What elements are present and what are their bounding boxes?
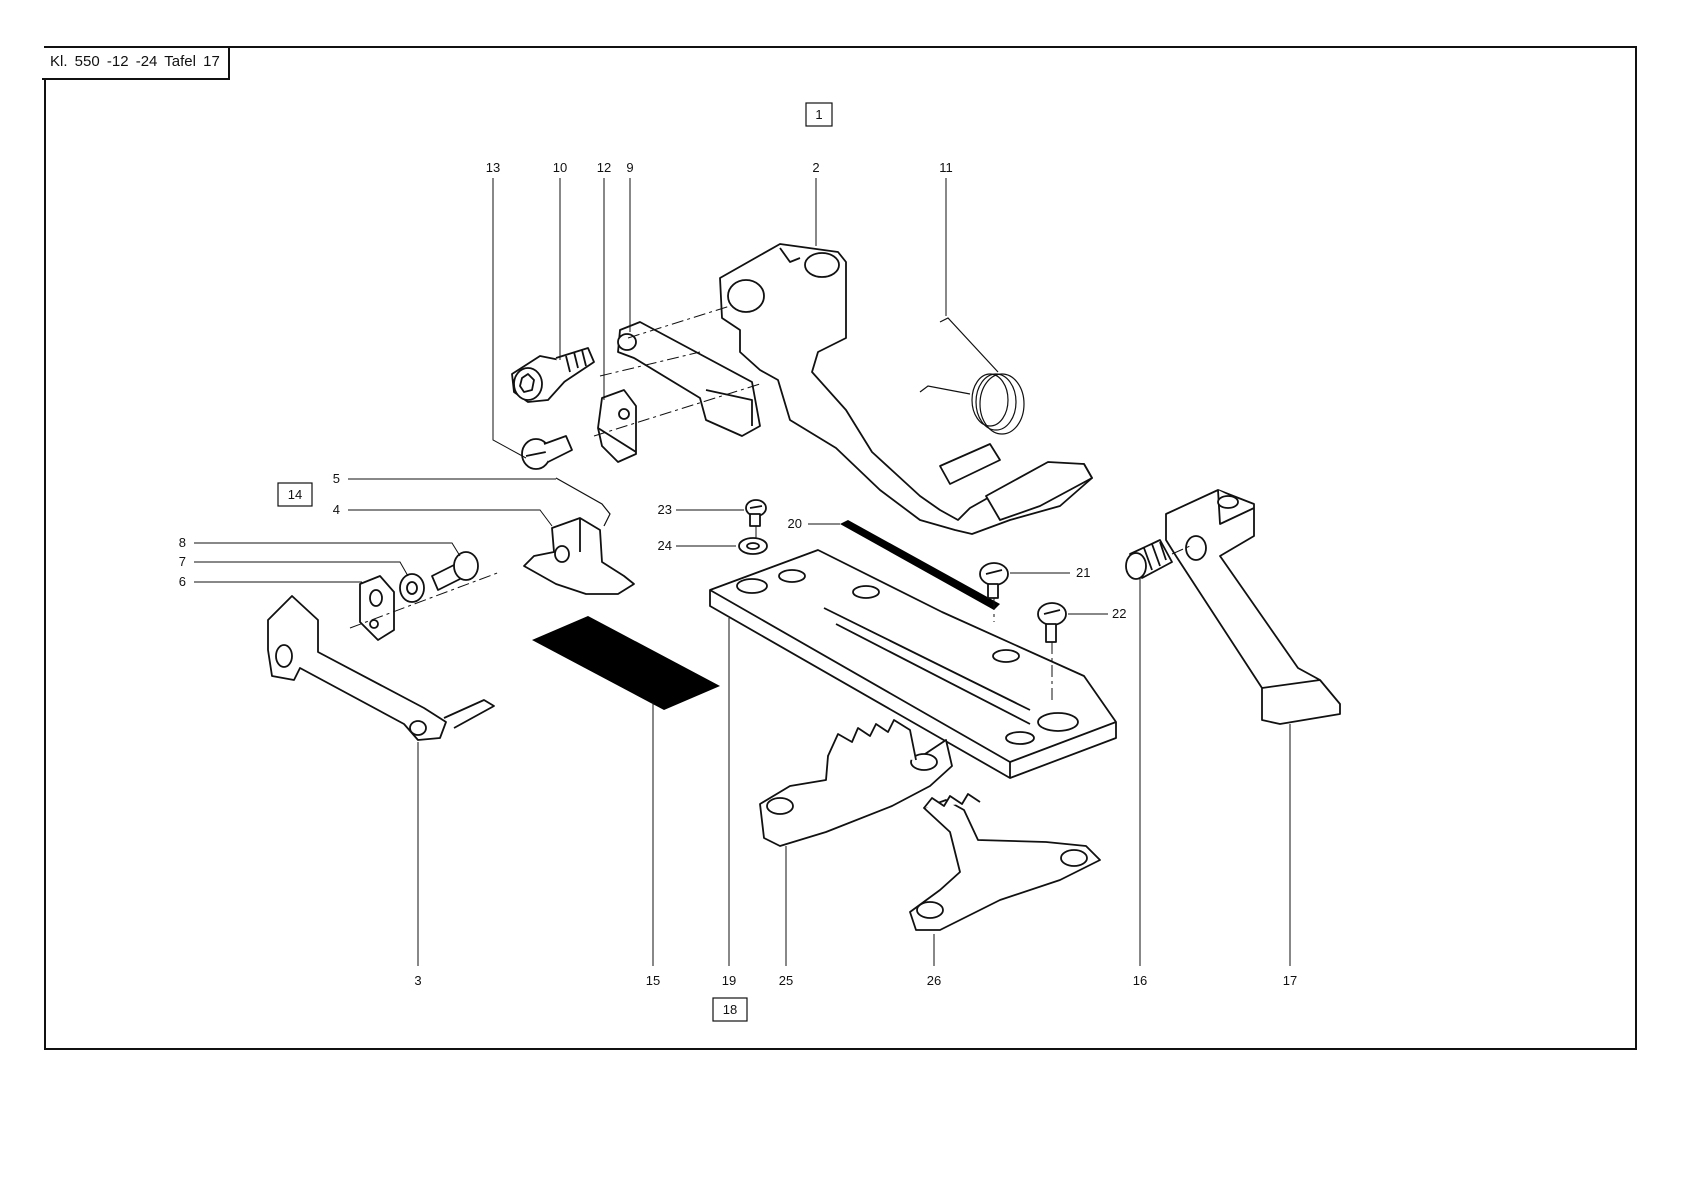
part-label-9: 9 [626, 160, 633, 175]
part-label-20: 20 [788, 516, 802, 531]
part-label-13: 13 [486, 160, 500, 175]
part-2-presser-bar [720, 244, 1092, 534]
part-label-6: 6 [179, 574, 186, 589]
part-26-feed-dog [910, 794, 1100, 930]
part-10-cap-screw [512, 348, 594, 402]
part-label-21: 21 [1076, 565, 1090, 580]
part-4-foot [524, 518, 634, 594]
part-7-washer [400, 574, 424, 602]
group-label-18: 18 [713, 998, 747, 1021]
part-label-8: 8 [179, 535, 186, 550]
part-23-screw [746, 500, 766, 526]
part-label-26: 26 [927, 973, 941, 988]
part-label-22: 22 [1112, 606, 1126, 621]
part-6-plate [360, 576, 394, 640]
part-13-screw [522, 436, 572, 469]
part-label-4: 4 [333, 502, 340, 517]
part-label-23: 23 [658, 502, 672, 517]
group-label-14: 14 [278, 483, 312, 506]
part-label-3: 3 [414, 973, 421, 988]
part-11-spring [920, 318, 1024, 434]
part-22-screw [1038, 603, 1066, 642]
part-label-25: 25 [779, 973, 793, 988]
part-label-16: 16 [1133, 973, 1147, 988]
part-8-screw [432, 552, 478, 590]
group-label-18-text: 18 [723, 1002, 737, 1017]
part-label-12: 12 [597, 160, 611, 175]
part-24-washer [739, 538, 767, 554]
part-21-screw [980, 563, 1008, 598]
part-12-plate [598, 390, 636, 462]
part-label-15: 15 [646, 973, 660, 988]
part-label-10: 10 [553, 160, 567, 175]
group-label-14-text: 14 [288, 487, 302, 502]
part-17-bracket [1166, 490, 1340, 724]
part-25-feed-dog [760, 720, 952, 846]
part-label-2: 2 [812, 160, 819, 175]
group-label-1-text: 1 [815, 107, 822, 122]
part-label-17: 17 [1283, 973, 1297, 988]
part-16-set-screw [1126, 540, 1172, 579]
part-label-11: 11 [939, 160, 953, 175]
part-9-lever [618, 322, 760, 436]
part-label-7: 7 [179, 554, 186, 569]
group-label-1: 1 [806, 103, 832, 126]
part-label-24: 24 [658, 538, 672, 553]
part-label-19: 19 [722, 973, 736, 988]
part-label-5: 5 [333, 471, 340, 486]
part-15-sheet [532, 616, 720, 710]
